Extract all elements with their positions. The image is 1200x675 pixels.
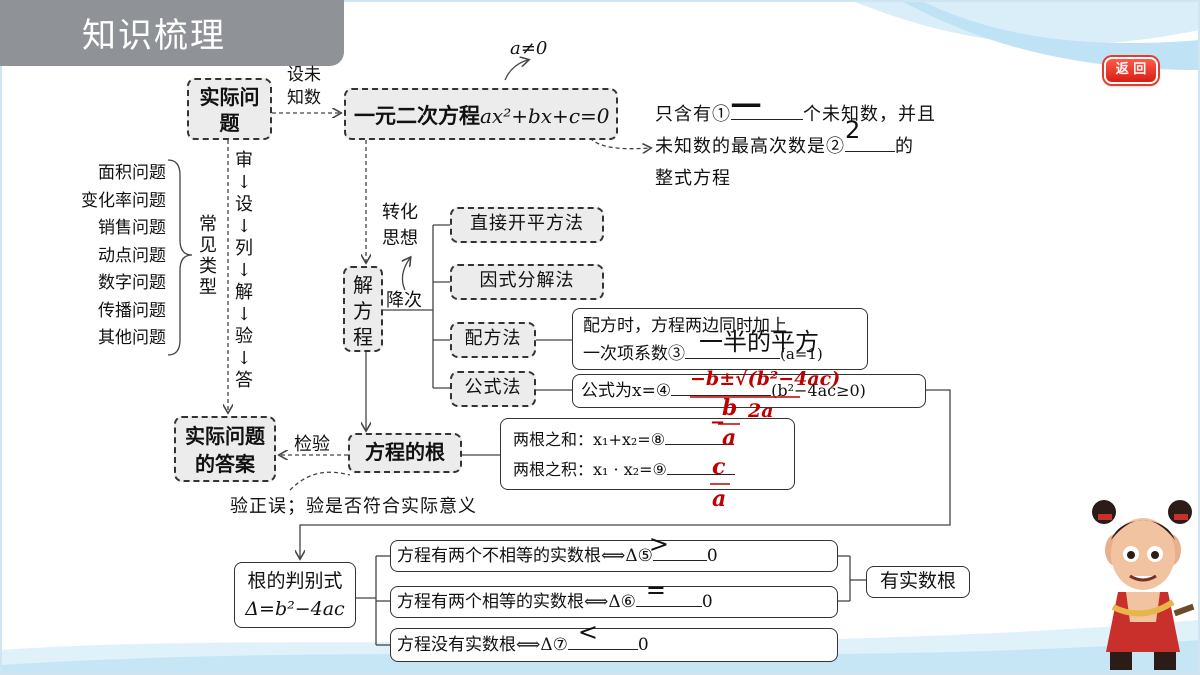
complete-square-note: 配方时，方程两边同时加上 一次项系数③(a=1) 一半的平方 — [572, 308, 868, 370]
return-button[interactable]: 返 回 — [1104, 57, 1158, 84]
step-list: 审↓ 设↓ 列↓ 解↓ 验↓ 答 — [235, 150, 253, 391]
equation-condition: a≠0 — [510, 38, 548, 59]
list-item: 面积问题 — [98, 163, 166, 183]
case-two-equal-roots: 方程有两个相等的实数根⟺Δ⑥=0 — [390, 577, 838, 618]
discriminant-box: 根的判别式 Δ=b²−4ac — [234, 562, 356, 628]
transform-idea-label: 转化思想 — [382, 202, 418, 249]
answer-2: 2 — [845, 116, 862, 144]
answer-3: 一半的平方 — [699, 328, 819, 356]
answer-4-numerator: −b±√(b²−4ac) — [690, 368, 841, 390]
equation-box: 一元二次方程ax²+bx+c=0 — [344, 88, 618, 140]
equation-formula: ax²+bx+c=0 — [480, 104, 610, 128]
list-item: 变化率问题 — [81, 190, 166, 211]
answer-8-numerator: b — [722, 395, 738, 421]
title-tab: 知识梳理 — [0, 0, 344, 66]
practical-answer-box: 实际问题的答案 — [174, 416, 276, 482]
method-factoring: 因式分解法 — [450, 264, 604, 300]
page-title: 知识梳理 — [82, 16, 226, 56]
set-unknown-label: 设未知数 — [287, 65, 321, 108]
answer-6: = — [645, 576, 666, 604]
method-complete-square: 配方法 — [450, 322, 536, 358]
method-direct-sqrt: 直接开平方法 — [450, 207, 604, 243]
answer-8-sign: − — [710, 412, 726, 433]
practical-problem-box: 实际问题 — [187, 78, 272, 140]
list-item: 其他问题 — [98, 328, 166, 348]
check-label: 检验 — [294, 434, 330, 455]
answer-7: < — [577, 618, 598, 646]
problem-types-list: 面积问题 变化率问题 销售问题 动点问题 数字问题 传播问题 其他问题 — [70, 160, 166, 353]
vieta-formulas-box: 两根之和：x₁+x₂=⑧ 两根之积：x₁ · x₂=⑨ — [500, 418, 795, 490]
has-real-roots-box: 有实数根 — [866, 566, 970, 598]
equation-title: 一元二次方程 — [354, 104, 480, 128]
cartoon-character-image — [1092, 500, 1195, 670]
list-item: 数字问题 — [98, 273, 166, 293]
method-quadratic-formula: 公式法 — [450, 371, 536, 407]
answer-8-denominator: a — [722, 425, 737, 451]
case-no-real-roots: 方程没有实数根⟺Δ⑦<0 — [390, 618, 838, 662]
equation-roots-box: 方程的根 — [348, 433, 462, 473]
formula-note: 公式为x=④(b²−4ac≥0) — [572, 374, 926, 408]
list-item: 销售问题 — [98, 218, 166, 238]
list-item: 传播问题 — [98, 300, 166, 321]
practical-problem-label: 实际问题 — [199, 85, 260, 135]
case-two-distinct-roots: 方程有两个不相等的实数根⟺Δ⑤>0 — [390, 531, 838, 572]
solve-equation-box: 解方程 — [343, 266, 383, 352]
answer-9-numerator: c — [712, 454, 726, 480]
definition-line-3: 整式方程 — [655, 168, 731, 189]
answer-4-denominator: 2a — [748, 400, 774, 422]
reduce-degree-label: 降次 — [386, 290, 422, 311]
answer-1: 一 — [731, 90, 762, 125]
list-item: 动点问题 — [98, 245, 166, 266]
answer-9-denominator: a — [712, 486, 727, 512]
check-note: 验正误；验是否符合实际意义 — [230, 496, 477, 517]
common-types-label: 常见类型 — [199, 214, 217, 298]
answer-5: > — [648, 530, 669, 558]
